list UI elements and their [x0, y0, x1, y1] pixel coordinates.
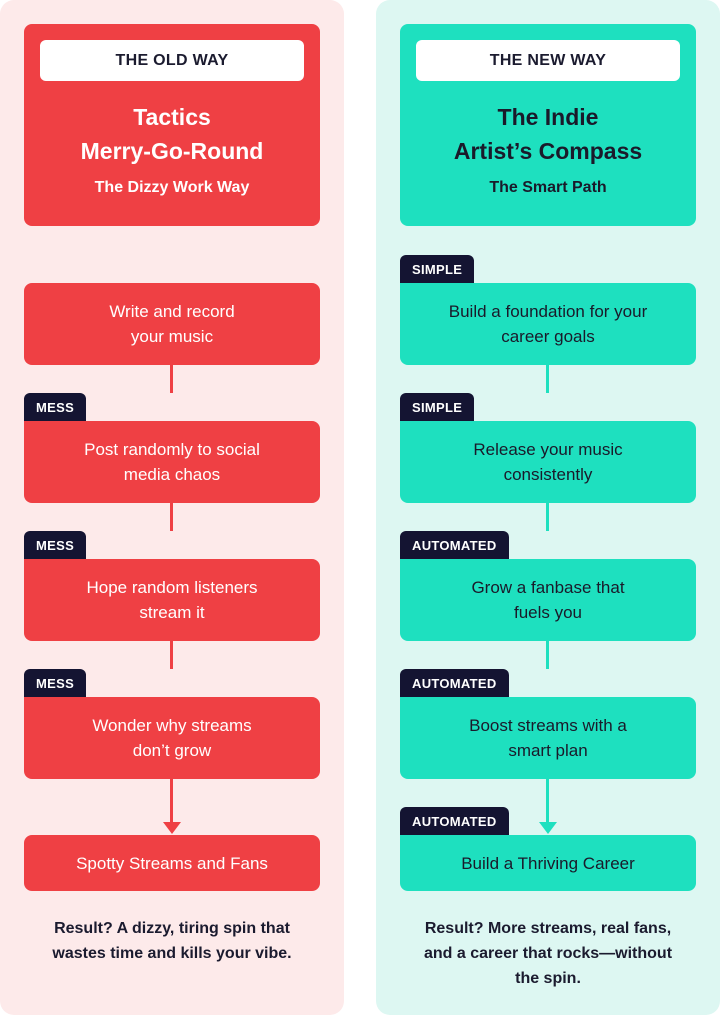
new-result-line2: and a career that rocks—without — [423, 945, 673, 962]
old-step-4-line1: Wonder why streams — [92, 716, 252, 735]
new-final-badge: AUTOMATED — [400, 807, 509, 835]
old-result-line1: Result? A dizzy, tiring spin that — [54, 920, 290, 937]
new-step-1-line1: Build a foundation for your — [448, 302, 648, 321]
old-connector-2 — [170, 503, 173, 531]
new-step-1-line2: career goals — [501, 327, 595, 346]
new-step-1: Build a foundation for your career goals — [400, 283, 696, 365]
new-connector-1 — [546, 365, 549, 393]
new-result-line3: the spin. — [515, 970, 581, 987]
old-connector-4 — [170, 779, 173, 823]
old-step-2-line1: Post randomly to social — [84, 440, 260, 459]
old-step-2-line2: media chaos — [123, 465, 221, 484]
old-step-3: Hope random listeners stream it — [24, 559, 320, 641]
old-connector-1 — [170, 365, 173, 393]
old-way-result: Result? A dizzy, tiring spin that wastes… — [24, 916, 320, 966]
old-step-1-line1: Write and record — [109, 302, 235, 321]
new-step-1-badge: SIMPLE — [400, 255, 475, 283]
old-way-header: THE OLD WAY Tactics Merry-Go-Round The D… — [24, 24, 320, 226]
old-way-panel: THE OLD WAY Tactics Merry-Go-Round The D… — [0, 0, 344, 1015]
old-way-title-line2: Merry-Go-Round — [80, 138, 264, 164]
old-step-3-line2: stream it — [139, 603, 205, 622]
new-way-title-line2: Artist’s Compass — [453, 138, 643, 164]
old-step-4-line2: don’t grow — [132, 741, 212, 760]
new-step-3-line1: Grow a fanbase that — [471, 578, 625, 597]
new-step-2-badge: SIMPLE — [400, 393, 475, 421]
old-connector-3 — [170, 641, 173, 669]
new-connector-3 — [546, 641, 549, 669]
old-step-2-badge: MESS — [24, 393, 87, 421]
new-way-tag: THE NEW WAY — [416, 40, 680, 81]
new-step-4-badge: AUTOMATED — [400, 669, 509, 697]
old-step-2: Post randomly to social media chaos — [24, 421, 320, 503]
old-final-step: Spotty Streams and Fans — [24, 835, 320, 891]
new-step-2-line1: Release your music — [473, 440, 623, 459]
new-connector-2 — [546, 503, 549, 531]
new-way-title-line1: The Indie — [497, 104, 599, 130]
new-way-subtitle: The Smart Path — [489, 179, 607, 196]
new-step-2: Release your music consistently — [400, 421, 696, 503]
old-arrow-down-icon — [163, 822, 181, 834]
old-step-4: Wonder why streams don’t grow — [24, 697, 320, 779]
new-step-3-line2: fuels you — [513, 603, 583, 622]
new-connector-4 — [546, 779, 549, 823]
old-step-3-badge: MESS — [24, 531, 87, 559]
old-way-tag: THE OLD WAY — [40, 40, 304, 81]
new-way-title: The Indie Artist’s Compass — [400, 100, 696, 168]
new-step-4-line2: smart plan — [508, 741, 588, 760]
new-step-4-line1: Boost streams with a — [469, 716, 627, 735]
old-step-1-line2: your music — [130, 327, 214, 346]
new-arrow-down-icon — [539, 822, 557, 834]
new-step-3-badge: AUTOMATED — [400, 531, 509, 559]
old-step-1: Write and record your music — [24, 283, 320, 365]
old-way-title: Tactics Merry-Go-Round — [24, 100, 320, 168]
new-way-panel: THE NEW WAY The Indie Artist’s Compass T… — [376, 0, 720, 1015]
new-result-line1: Result? More streams, real fans, — [424, 920, 672, 937]
old-way-title-line1: Tactics — [133, 104, 211, 130]
new-step-4: Boost streams with a smart plan — [400, 697, 696, 779]
new-way-header: THE NEW WAY The Indie Artist’s Compass T… — [400, 24, 696, 226]
old-way-subtitle: The Dizzy Work Way — [94, 179, 250, 196]
old-step-4-badge: MESS — [24, 669, 87, 697]
new-step-2-line2: consistently — [503, 465, 593, 484]
new-way-result: Result? More streams, real fans, and a c… — [400, 916, 696, 991]
new-step-3: Grow a fanbase that fuels you — [400, 559, 696, 641]
new-final-step: Build a Thriving Career — [400, 835, 696, 891]
old-step-3-line1: Hope random listeners — [86, 578, 258, 597]
old-result-line2: wastes time and kills your vibe. — [52, 945, 292, 962]
